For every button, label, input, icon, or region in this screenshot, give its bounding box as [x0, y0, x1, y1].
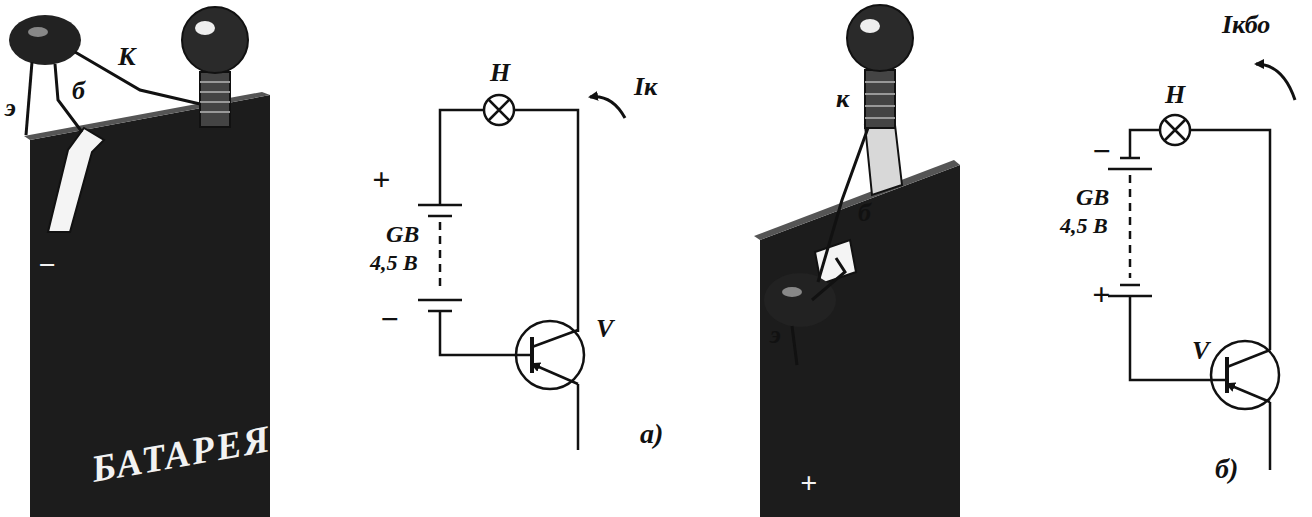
- polarity-sign: +: [800, 468, 817, 498]
- polarity-sign: −: [38, 250, 56, 280]
- transistor-label: V: [1192, 338, 1209, 364]
- polarity-sign: −: [1092, 135, 1111, 167]
- voltage-label: 4,5 В: [370, 252, 418, 274]
- transistor-label: V: [596, 316, 613, 342]
- polarity-sign: +: [1092, 278, 1110, 310]
- lead-label: К: [118, 44, 136, 70]
- battery-inscription: БАТАРЕЯ: [88, 419, 274, 488]
- panel-label: б): [1215, 455, 1238, 483]
- polarity-sign: −: [380, 303, 399, 335]
- panel-label: а): [640, 420, 663, 448]
- lead-label: б: [858, 200, 871, 226]
- circuit-a: [418, 95, 625, 450]
- circuit-b: [1108, 64, 1295, 470]
- lamp-label: Н: [490, 60, 510, 86]
- voltage-label: 4,5 В: [1060, 215, 1108, 237]
- battery-label: GB: [386, 222, 419, 246]
- lamp-label: Н: [1165, 82, 1185, 108]
- battery-picture-b: [754, 5, 960, 517]
- lead-label: э: [770, 322, 781, 348]
- lead-label: к: [836, 86, 849, 112]
- current-label: Iк: [634, 74, 657, 100]
- lead-label: э: [5, 95, 16, 121]
- lead-label: б: [72, 78, 85, 104]
- polarity-sign: +: [372, 163, 390, 195]
- battery-label: GB: [1076, 185, 1109, 209]
- current-label: Iкбо: [1222, 12, 1270, 38]
